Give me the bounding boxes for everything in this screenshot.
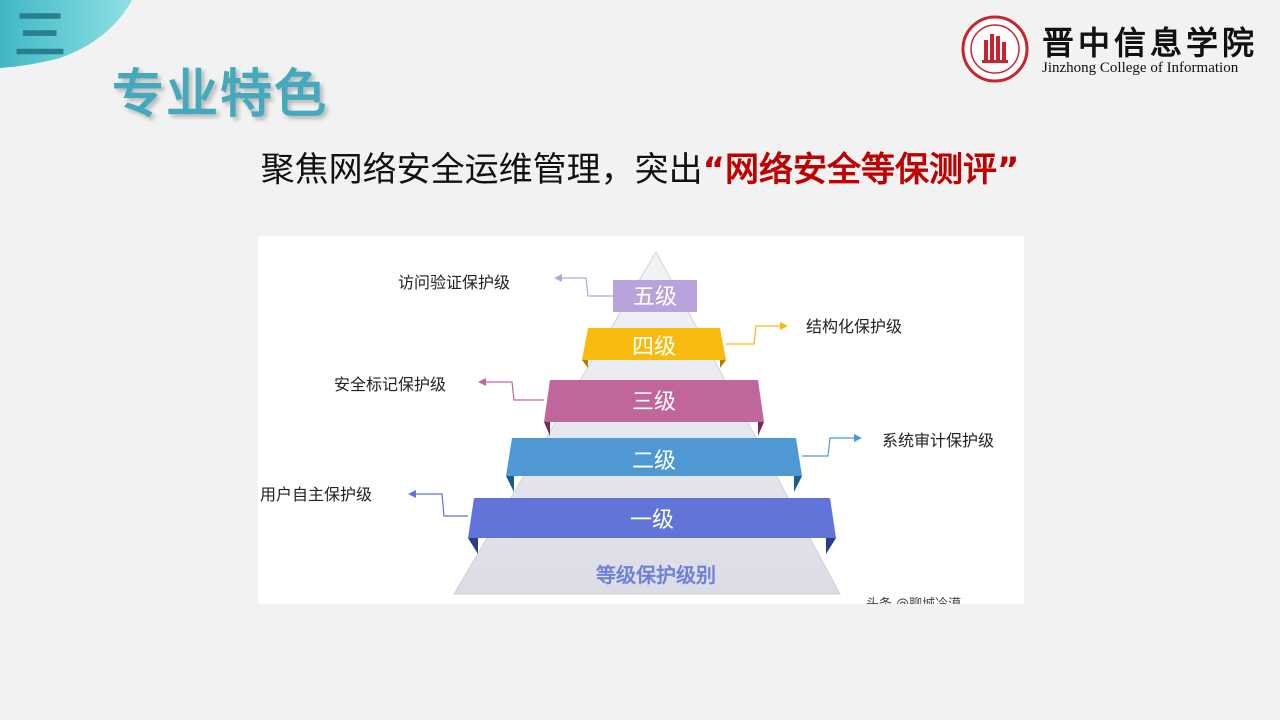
level-five-band: 五级: [613, 280, 697, 312]
level-three-label: 三级: [632, 390, 676, 415]
level-one-band: 一级: [468, 498, 836, 554]
corner-decoration: [0, 0, 132, 68]
level-one-description: 用户自主保护级: [260, 485, 372, 504]
slide-title: 专业特色: [112, 65, 329, 125]
college-name-en: Jinzhong College of Information: [1042, 60, 1239, 76]
protection-level-pyramid: 等级保护级别 五级 四级 三级 二级: [258, 236, 1024, 604]
headline: 聚焦网络安全运维管理，突出“网络安全等保测评”: [0, 142, 1280, 191]
section-number: 三: [14, 6, 67, 66]
level-two-connector: [802, 434, 862, 457]
level-two-description: 系统审计保护级: [882, 431, 994, 450]
level-two-label: 二级: [632, 449, 676, 474]
headline-prefix: 聚焦网络安全运维管理，突出: [260, 150, 703, 190]
level-five-description: 访问验证保护级: [398, 273, 510, 292]
level-four-band: 四级: [582, 328, 726, 368]
level-three-connector: [478, 378, 544, 401]
college-name-cn: 晋中信息学院: [1042, 24, 1259, 62]
level-four-label: 四级: [632, 335, 676, 360]
watermark-text: 头条 @聊城冷漠: [866, 596, 961, 604]
level-four-description: 结构化保护级: [806, 317, 902, 336]
college-logo: 晋中信息学院 Jinzhong College of Information: [960, 14, 1270, 84]
level-one-label: 一级: [630, 508, 674, 533]
college-seal-icon: [961, 15, 1029, 83]
level-two-band: 二级: [506, 438, 802, 492]
level-three-description: 安全标记保护级: [334, 375, 446, 394]
level-five-label: 五级: [633, 285, 677, 310]
level-three-band: 三级: [544, 380, 764, 436]
pyramid-base-label: 等级保护级别: [596, 563, 716, 587]
level-five-connector: [554, 274, 613, 297]
level-four-connector: [726, 322, 788, 345]
level-one-connector: [408, 490, 468, 517]
headline-emphasis: “网络安全等保测评”: [702, 150, 1020, 190]
